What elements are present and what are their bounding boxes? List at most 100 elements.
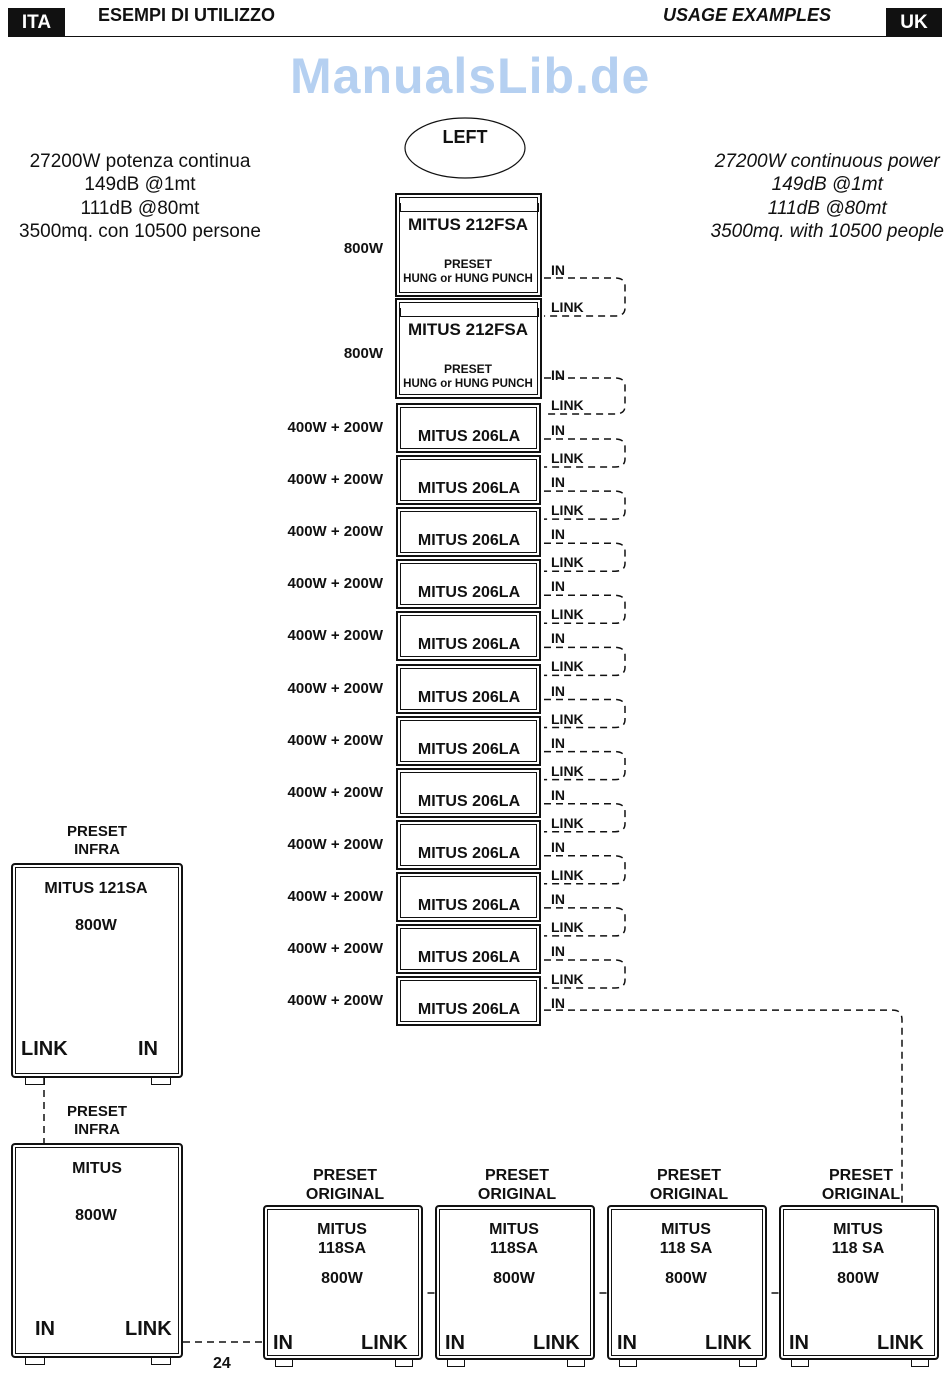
cabinet-model: MITUS 206LA bbox=[417, 844, 521, 862]
cabinet-206la bbox=[396, 611, 541, 662]
spec-line: 27200W potenza continua bbox=[29, 151, 251, 172]
cabinet-206la bbox=[396, 924, 541, 974]
cabinet-model: MITUS 206LA bbox=[417, 896, 521, 914]
power-label: 400W + 200W bbox=[287, 523, 383, 541]
preset-label: PRESET bbox=[443, 362, 493, 376]
cabinet-206la bbox=[396, 403, 541, 453]
cabinet-206la bbox=[396, 767, 541, 818]
in-port-label: IN bbox=[551, 367, 565, 383]
cabinet-model: MITUS 212FSA bbox=[408, 320, 528, 339]
rigging-frame bbox=[400, 308, 539, 317]
cabinet-foot bbox=[151, 1358, 171, 1365]
in-port-label: IN bbox=[551, 474, 565, 491]
link-cable bbox=[544, 542, 626, 572]
link-port-label: LINK bbox=[551, 299, 584, 315]
cabinet-206la bbox=[396, 819, 541, 870]
cabinet-model: MITUS 206LA bbox=[417, 428, 521, 445]
link-cable bbox=[544, 907, 626, 937]
cabinet-foot bbox=[619, 1360, 637, 1367]
lang-badge-uk: UK bbox=[886, 8, 942, 36]
power-label: 400W + 200W bbox=[287, 575, 383, 593]
in-port-label: IN bbox=[551, 786, 565, 803]
cabinet-foot bbox=[791, 1360, 809, 1367]
cabinet-model: MITUS 206LA bbox=[417, 688, 521, 706]
port-label: IN bbox=[138, 1038, 158, 1060]
power-label: 800W bbox=[493, 1270, 535, 1287]
preset-label: PRESET INFRA bbox=[66, 823, 128, 858]
in-port-label: IN bbox=[551, 682, 565, 699]
subwoofer-cabinet bbox=[11, 863, 183, 1078]
header-rule bbox=[8, 36, 942, 37]
page-number: 24 bbox=[213, 1355, 231, 1372]
subwoofer-cabinet bbox=[779, 1205, 939, 1360]
spec-line: 149dB @1mt bbox=[84, 174, 196, 196]
link-port-label: LINK bbox=[551, 814, 584, 831]
cabinet-212fsa bbox=[395, 193, 542, 297]
power-label: 400W + 200W bbox=[287, 835, 383, 853]
power-label: 800W bbox=[75, 917, 117, 934]
subwoofer-cabinet bbox=[607, 1205, 767, 1360]
power-label: 800W bbox=[343, 345, 383, 362]
cabinet-206la bbox=[396, 455, 541, 506]
power-label: 400W + 200W bbox=[287, 419, 383, 436]
link-port-label: LINK bbox=[551, 658, 584, 675]
cabinet-model: MITUS 206LA bbox=[417, 792, 521, 810]
cabinet-206la bbox=[396, 715, 541, 766]
specs-ita: 27200W potenza continua 149dB @1mt 111dB… bbox=[0, 150, 280, 243]
feed-cable bbox=[544, 1009, 903, 1332]
cabinet-206la bbox=[396, 663, 541, 714]
cabinet-foot bbox=[275, 1360, 293, 1367]
preset-label: PRESET INFRA bbox=[66, 1103, 128, 1138]
preset-value: HUNG or HUNG PUNCH bbox=[403, 378, 533, 390]
cabinet-model: MITUS 206LA bbox=[417, 740, 521, 758]
cabinet-model: MITUS 118SA bbox=[317, 1221, 367, 1257]
port-label: IN bbox=[273, 1332, 293, 1354]
spec-line: 3500mq. con 10500 persone bbox=[19, 220, 261, 242]
link-port-label: LINK bbox=[551, 554, 584, 571]
power-label: 400W + 200W bbox=[287, 679, 383, 697]
cabinet-foot bbox=[395, 1360, 413, 1367]
link-cable bbox=[544, 438, 626, 468]
cabinet-foot bbox=[567, 1360, 585, 1367]
power-label: 400W + 200W bbox=[287, 783, 383, 801]
link-cable bbox=[544, 698, 626, 729]
in-port-label: IN bbox=[551, 943, 565, 959]
in-port-label: IN bbox=[551, 578, 565, 595]
link-cable bbox=[544, 377, 626, 415]
power-label: 400W + 200W bbox=[287, 887, 383, 905]
in-port-label: IN bbox=[551, 890, 565, 907]
title-uk: USAGE EXAMPLES bbox=[663, 5, 832, 25]
cabinet-206la bbox=[396, 871, 541, 922]
spec-line: 3500mq. with 10500 people bbox=[710, 220, 944, 242]
cabinet-foot bbox=[25, 1358, 45, 1365]
cabinet-model: MITUS 206LA bbox=[417, 949, 521, 966]
power-label: 800W bbox=[343, 240, 383, 257]
link-port-label: LINK bbox=[551, 450, 584, 466]
power-label: 800W bbox=[321, 1270, 363, 1287]
in-port-label: IN bbox=[551, 838, 565, 855]
in-port-label: IN bbox=[551, 526, 565, 543]
left-position-ellipse bbox=[404, 117, 526, 179]
link-cable bbox=[544, 802, 626, 833]
link-port-label: LINK bbox=[551, 710, 584, 727]
cabinet-206la bbox=[396, 559, 541, 610]
subwoofer-cabinet bbox=[11, 1143, 183, 1358]
link-port-label: LINK bbox=[551, 397, 584, 413]
preset-label: PRESET ORIGINAL bbox=[305, 1167, 385, 1203]
rigging-frame bbox=[400, 203, 539, 212]
cabinet-foot bbox=[151, 1078, 171, 1085]
lang-badge-ita: ITA bbox=[8, 8, 65, 36]
in-port-label: IN bbox=[551, 422, 565, 438]
link-port-label: LINK bbox=[551, 606, 584, 623]
preset-label: PRESET bbox=[443, 257, 493, 271]
spec-line: 111dB @80mt bbox=[767, 197, 887, 219]
title-ita: ESEMPI DI UTILIZZO bbox=[98, 5, 276, 25]
link-cable bbox=[544, 855, 626, 885]
cabinet-212fsa bbox=[395, 298, 542, 399]
cabinet-model: MITUS 118 SA bbox=[659, 1221, 713, 1257]
cabinet-model: MITUS 121SA bbox=[44, 880, 148, 897]
link-port-label: LINK bbox=[551, 918, 584, 935]
cabinet-206la bbox=[396, 976, 541, 1027]
link-port-label: LINK bbox=[551, 866, 584, 883]
in-port-label: IN bbox=[551, 995, 565, 1012]
